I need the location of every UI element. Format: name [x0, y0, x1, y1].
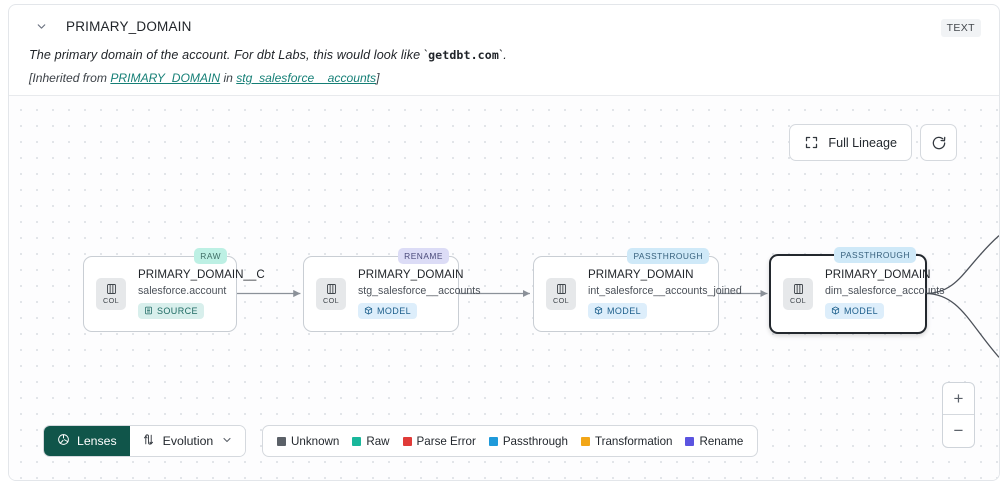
node-name: PRIMARY_DOMAIN__C — [138, 267, 265, 281]
inherited-open: [Inherited from — [29, 71, 111, 85]
legend-swatch — [352, 436, 362, 446]
column-chip-label: COL — [323, 296, 339, 305]
legend-item: Unknown — [277, 435, 339, 448]
column-chip-label: COL — [103, 296, 119, 305]
legend-item: Passthrough — [488, 434, 568, 448]
node-subtitle: int_salesforce__accounts_joined — [588, 284, 742, 297]
legend-item: Rename — [685, 435, 743, 448]
aperture-icon — [57, 433, 70, 449]
legend-item: Raw — [352, 434, 390, 448]
refresh-icon — [931, 135, 947, 151]
legend-label: Rename — [699, 434, 744, 448]
column-chip-label: COL — [790, 296, 806, 305]
full-lineage-button[interactable]: Full Lineage — [789, 124, 912, 161]
column-icon: COL — [783, 278, 813, 310]
lineage-node-selected[interactable]: PASSTHROUGH COL PRIMARY_DOMAIN dim_sales… — [769, 247, 945, 334]
lenses-button[interactable]: Lenses — [44, 426, 130, 456]
column-detail-card: PRIMARY_DOMAIN TEXT The primary domain o… — [8, 4, 1000, 481]
lenses-label: Lenses — [77, 434, 117, 448]
column-icon: COL — [96, 278, 126, 310]
lineage-node[interactable]: RENAME COL PRIMARY_DOMAIN stg_salesforce… — [303, 248, 481, 332]
description-suffix: `. — [498, 48, 507, 62]
node-tag-badge: RENAME — [398, 248, 449, 264]
node-kind-label: SOURCE — [157, 305, 198, 316]
node-body: PRIMARY_DOMAIN dim_salesforce_accounts M… — [825, 268, 945, 321]
node-tag-badge: RAW — [194, 248, 227, 264]
node-kind-badge: MODEL — [825, 302, 885, 319]
inherited-close: ] — [376, 71, 380, 85]
chevron-down-icon[interactable] — [34, 20, 48, 34]
node-subtitle: salesforce.account — [138, 284, 227, 297]
node-kind-badge: MODEL — [588, 302, 648, 319]
legend-item: Parse Error — [402, 434, 476, 448]
node-kind-label: MODEL — [607, 305, 642, 316]
node-name: PRIMARY_DOMAIN — [825, 267, 931, 281]
page-title: PRIMARY_DOMAIN — [66, 19, 192, 34]
node-kind-label: MODEL — [844, 305, 879, 316]
inherited-model-link[interactable]: stg_salesforce__accounts — [236, 71, 377, 85]
legend-label: Unknown — [291, 434, 340, 448]
expand-corners-icon — [804, 135, 819, 150]
lenses-toolbar: Lenses Evolution — [43, 425, 247, 457]
description-code: getdbt.com — [428, 48, 499, 62]
node-kind-label: MODEL — [377, 305, 412, 316]
node-kind-badge: MODEL — [358, 302, 418, 319]
legend-swatch — [277, 436, 286, 446]
node-tag-badge: PASSTHROUGH — [627, 248, 709, 264]
chevron-down-icon — [221, 434, 233, 449]
node-name: PRIMARY_DOMAIN — [588, 267, 694, 281]
lineage-node[interactable]: PASSTHROUGH COL PRIMARY_DOMAIN int_sales… — [533, 248, 742, 332]
column-icon: COL — [546, 278, 576, 310]
legend-label: Raw — [366, 434, 390, 448]
refresh-button[interactable] — [920, 124, 957, 161]
node-subtitle: dim_salesforce_accounts — [825, 284, 945, 297]
header-title-row: PRIMARY_DOMAIN — [29, 19, 981, 34]
evolution-label: Evolution — [162, 434, 214, 448]
description-prefix: The primary domain of the account. For d… — [29, 48, 429, 62]
lineage-canvas[interactable]: Full Lineage RAW COL PRIMARY_DOMAIN__C s… — [9, 95, 999, 480]
node-body: PRIMARY_DOMAIN stg_salesforce__accounts … — [358, 268, 481, 321]
legend: Unknown Raw Parse Error Passthrough Tran… — [262, 425, 759, 457]
card-header: PRIMARY_DOMAIN TEXT The primary domain o… — [9, 5, 999, 95]
zoom-controls: + − — [942, 382, 975, 448]
canvas-toolbar: Full Lineage — [789, 124, 957, 161]
legend-swatch — [580, 436, 590, 446]
node-name: PRIMARY_DOMAIN — [358, 267, 464, 281]
node-body: PRIMARY_DOMAIN__C salesforce.account SOU… — [138, 268, 265, 321]
zoom-in-button[interactable]: + — [943, 383, 974, 415]
full-lineage-label: Full Lineage — [828, 135, 897, 150]
evolution-dropdown[interactable]: Evolution — [129, 426, 246, 456]
node-subtitle: stg_salesforce__accounts — [358, 284, 481, 297]
legend-swatch — [402, 436, 412, 446]
updown-arrows-icon — [142, 433, 155, 449]
inherited-mid: in — [220, 71, 237, 85]
column-icon: COL — [316, 278, 346, 310]
legend-label: Passthrough — [502, 434, 568, 448]
legend-item: Transformation — [580, 434, 673, 448]
lineage-edges — [236, 235, 999, 358]
lineage-node[interactable]: RAW COL PRIMARY_DOMAIN__C salesforce.acc… — [83, 248, 265, 332]
node-body: PRIMARY_DOMAIN int_salesforce__accounts_… — [588, 268, 742, 321]
zoom-out-button[interactable]: − — [953, 421, 964, 440]
legend-swatch — [488, 436, 498, 446]
legend-label: Transformation — [594, 434, 673, 448]
legend-label: Parse Error — [416, 434, 476, 448]
column-chip-label: COL — [553, 296, 569, 305]
inherited-column-link[interactable]: PRIMARY_DOMAIN — [110, 71, 221, 85]
node-kind-badge: SOURCE — [138, 302, 204, 319]
status-badge: TEXT — [940, 19, 981, 37]
legend-swatch — [685, 436, 695, 446]
description-text: The primary domain of the account. For d… — [29, 48, 981, 62]
node-tag-badge: PASSTHROUGH — [834, 247, 916, 263]
inherited-from-text: [Inherited from PRIMARY_DOMAIN in stg_sa… — [29, 71, 981, 85]
